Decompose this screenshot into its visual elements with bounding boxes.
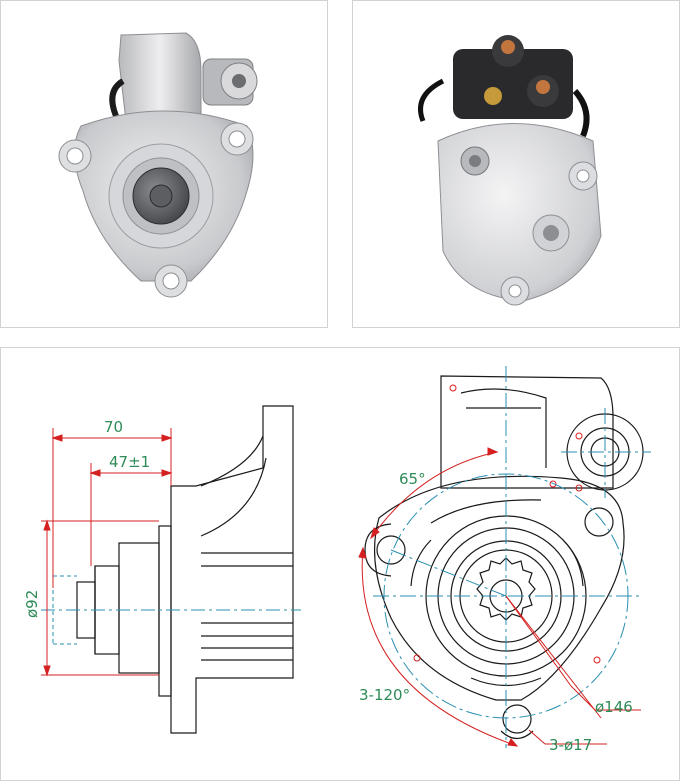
front-view-centerlines bbox=[373, 366, 651, 748]
dim-17 bbox=[528, 729, 607, 745]
dimension-drawing: 70 47±1 ø92 bbox=[23, 366, 651, 754]
dim-70 bbox=[51, 428, 173, 588]
technical-drawing: 70 47±1 ø92 bbox=[0, 347, 680, 781]
dim-70-label: 70 bbox=[104, 418, 123, 436]
side-view bbox=[76, 405, 294, 734]
photo-starter-front bbox=[0, 0, 328, 328]
dim-92 bbox=[41, 519, 159, 677]
front-view bbox=[364, 375, 644, 740]
dim-146-label: ø146 bbox=[595, 698, 633, 716]
dim-92-label: ø92 bbox=[23, 590, 41, 618]
dim-120-label: 3-120° bbox=[359, 686, 410, 704]
dim-angle-120 bbox=[358, 546, 519, 747]
dim-65-label: 65° bbox=[399, 470, 426, 488]
photo-starter-rear bbox=[352, 0, 680, 328]
dim-17-label: 3-ø17 bbox=[549, 736, 592, 754]
front-view-marks bbox=[413, 384, 601, 664]
dim-47 bbox=[89, 463, 173, 566]
starter-rear-illustration bbox=[418, 35, 602, 306]
dim-47-label: 47±1 bbox=[109, 453, 150, 471]
dim-angle-65 bbox=[370, 447, 499, 540]
starter-front-illustration bbox=[58, 32, 258, 298]
dim-146 bbox=[570, 685, 641, 711]
